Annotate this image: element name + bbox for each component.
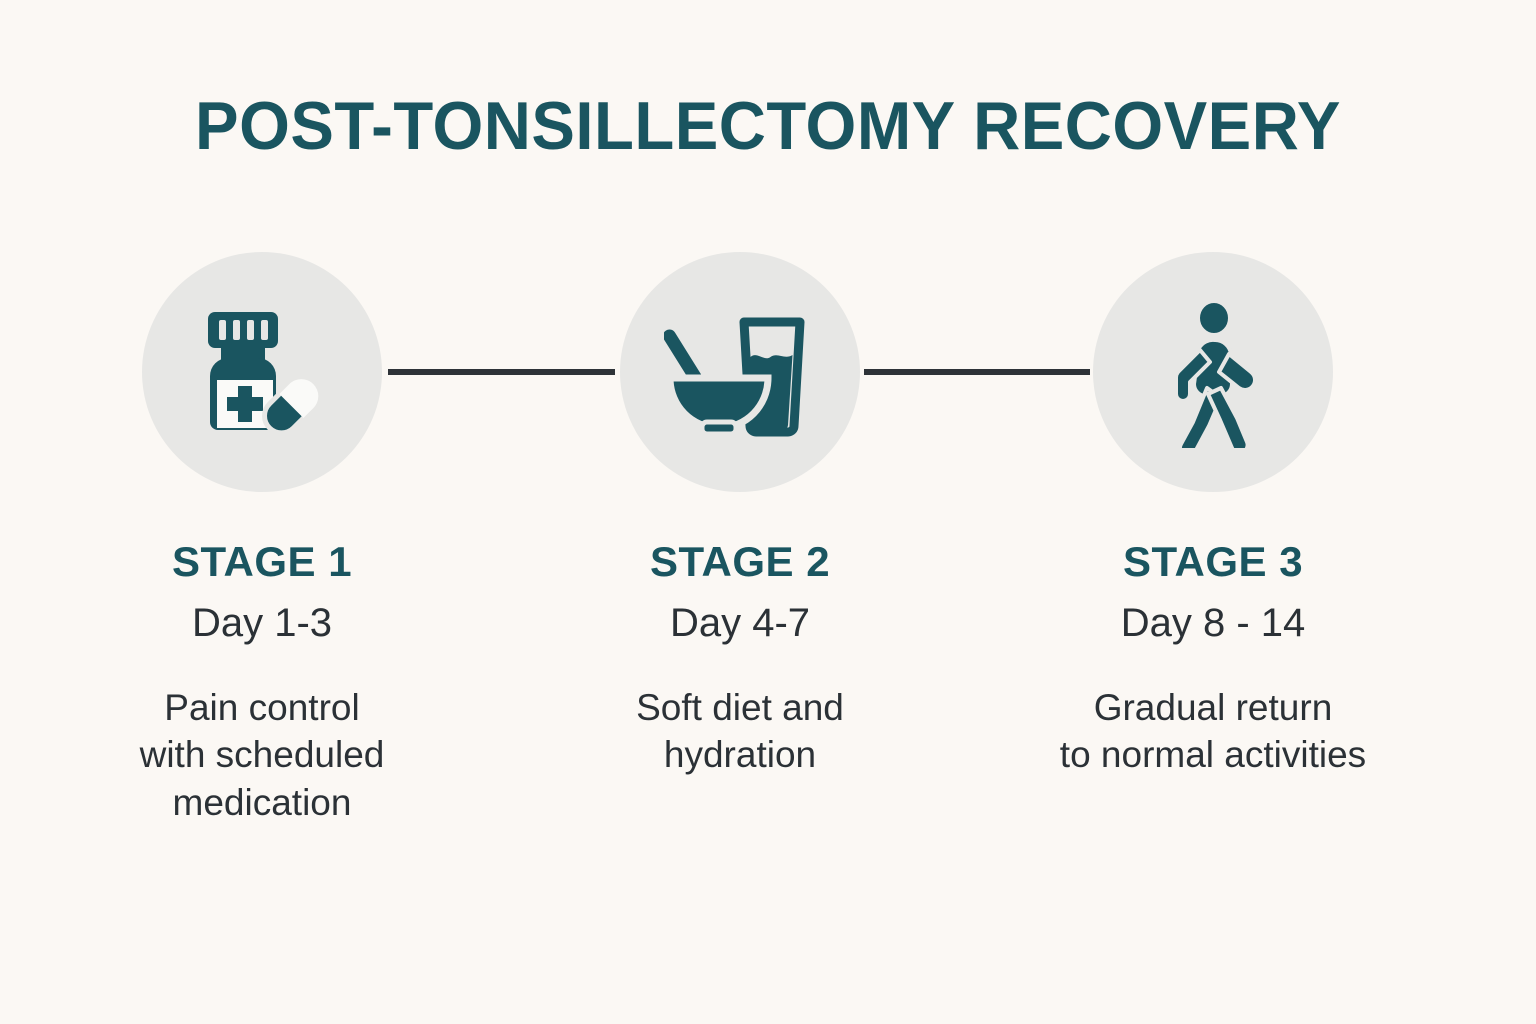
stage-2-icon-circle: [620, 252, 860, 492]
stage-3-days: Day 8 - 14: [1120, 601, 1306, 646]
stage-2-days: Day 4-7: [669, 601, 811, 646]
stage-3-icon-circle: [1093, 252, 1333, 492]
page-title: POST-TONSILLECTOMY RECOVERY: [195, 88, 1341, 164]
stage-2-column: STAGE 2 Day 4-7 Soft diet and hydration: [530, 538, 950, 779]
stage-1-description: Pain control with scheduled medication: [139, 687, 385, 823]
bowl-spoon-and-water-glass-icon: [664, 296, 816, 448]
walking-person-icon: [1137, 296, 1289, 448]
stage-1-icon-circle: [142, 252, 382, 492]
connector-stage2-stage3: [864, 369, 1090, 375]
stage-1-label: STAGE 1: [171, 538, 353, 585]
stage-3-column: STAGE 3 Day 8 - 14 Gradual return to nor…: [1003, 538, 1423, 779]
pill-bottle-and-capsule-icon: [186, 296, 338, 448]
stage-3-label: STAGE 3: [1122, 538, 1304, 585]
stage-2-description: Soft diet and hydration: [636, 687, 844, 776]
stage-2-label: STAGE 2: [649, 538, 831, 585]
connector-stage1-stage2: [388, 369, 615, 375]
stage-1-days: Day 1-3: [191, 601, 333, 646]
stage-1-column: STAGE 1 Day 1-3 Pain control with schedu…: [52, 538, 472, 826]
stage-3-description: Gradual return to normal activities: [1059, 687, 1367, 776]
stage-timeline: [0, 252, 1536, 492]
